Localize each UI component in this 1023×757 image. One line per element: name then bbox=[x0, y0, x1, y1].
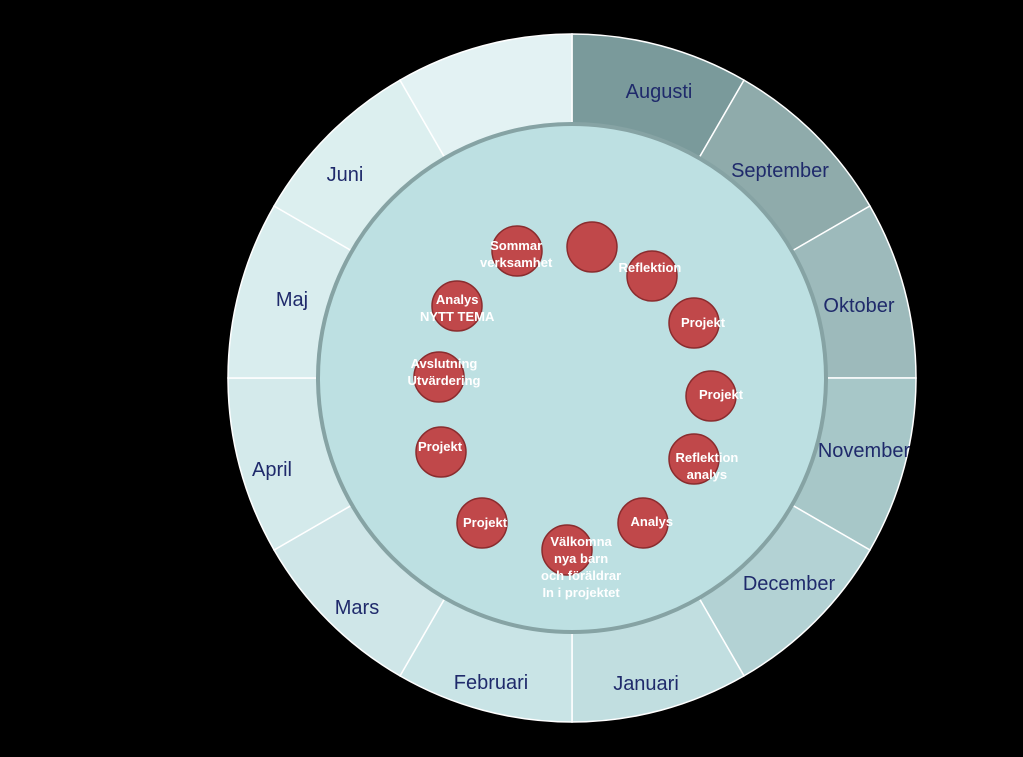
activity-circles bbox=[413, 221, 737, 576]
activity-circle bbox=[617, 497, 669, 549]
activity-circle bbox=[626, 250, 678, 302]
month-label: Mars bbox=[335, 597, 379, 619]
month-label: November bbox=[818, 440, 911, 462]
month-label: September bbox=[731, 160, 829, 182]
activity-label: Projekt bbox=[463, 514, 508, 530]
activity-label: Sommar verksamhet bbox=[480, 238, 553, 270]
activity-label: Reflektion analys bbox=[675, 450, 739, 482]
activity-label: Projekt bbox=[681, 314, 726, 330]
activity-circle bbox=[668, 297, 720, 349]
activity-circle bbox=[431, 280, 483, 332]
activity-circle bbox=[685, 370, 737, 422]
activity-circle bbox=[541, 524, 593, 576]
activity-circle bbox=[668, 433, 720, 485]
activity-circle bbox=[491, 225, 543, 277]
activity-circle bbox=[566, 221, 618, 273]
month-label: Januari bbox=[613, 673, 679, 695]
month-label: Augusti bbox=[626, 81, 693, 103]
activity-label: Reflektion bbox=[618, 259, 682, 275]
month-label: Juni bbox=[327, 164, 364, 186]
month-label: December bbox=[743, 573, 836, 595]
activity-circle bbox=[456, 497, 508, 549]
month-label: Oktober bbox=[823, 295, 894, 317]
activity-label: Projekt bbox=[418, 438, 463, 454]
month-label: Maj bbox=[276, 289, 308, 311]
activity-label: Analys bbox=[630, 513, 674, 529]
activity-label: Projekt bbox=[699, 386, 744, 402]
month-label: April bbox=[252, 459, 292, 481]
activity-circle bbox=[413, 351, 465, 403]
month-labels: AugustiSeptemberOktoberNovemberDecemberJ… bbox=[252, 81, 910, 695]
activity-label: Avslutning Utvärdering bbox=[407, 356, 481, 388]
activity-circle bbox=[415, 426, 467, 478]
month-label: Februari bbox=[454, 672, 528, 694]
activity-label: Välkomna nya barn och föräldrar In i pro… bbox=[541, 534, 622, 600]
activity-label: Analys NYTT TEMA bbox=[420, 292, 495, 324]
inner-disc bbox=[316, 122, 828, 634]
